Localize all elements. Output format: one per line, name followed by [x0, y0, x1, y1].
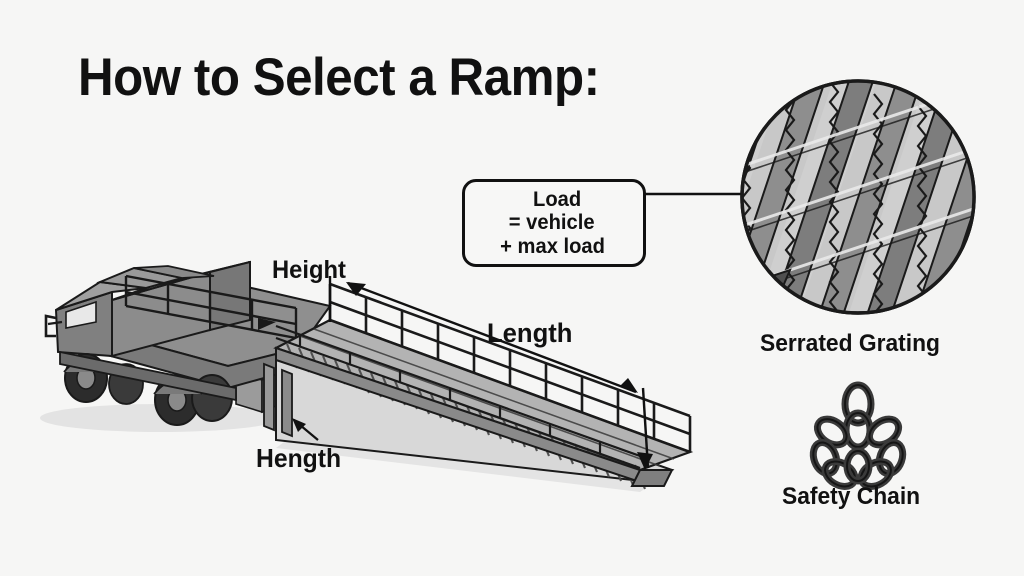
label-hength: Hength: [256, 443, 342, 473]
ramp-handrail: [328, 282, 692, 454]
callout-line-3: + max load: [500, 234, 606, 258]
label-serrated-grating: Serrated Grating: [760, 330, 940, 357]
serrated-grating-detail: [740, 79, 976, 315]
truck: [44, 260, 332, 426]
length-arrowhead-right: [620, 378, 638, 393]
label-height: Height: [272, 256, 346, 284]
truck-cab-window: [65, 300, 97, 329]
label-safety-chain: Safety Chain: [782, 483, 921, 510]
truck-railing: [124, 274, 298, 340]
safety-chain-graphic: [809, 381, 907, 490]
dimension-lines: [292, 276, 653, 470]
ramp-toe-plate: [630, 469, 674, 487]
ramp-near-rail: [275, 324, 641, 470]
page-title: How to Select a Ramp:: [78, 48, 600, 107]
load-formula-callout: Load = vehicle + max load: [462, 179, 646, 267]
callout-line-1: Load: [532, 187, 582, 211]
length-dimension-line: [347, 281, 637, 394]
chain-ring: [809, 409, 907, 490]
truck-rail-arrow: [258, 318, 276, 330]
ramp-support-legs: [263, 362, 293, 438]
label-length: Length: [487, 318, 573, 348]
ramp: [263, 282, 694, 490]
length-arrowhead-left: [346, 282, 366, 296]
callout-line-2: = vehicle: [509, 211, 595, 235]
truck-mirror: [44, 314, 57, 338]
